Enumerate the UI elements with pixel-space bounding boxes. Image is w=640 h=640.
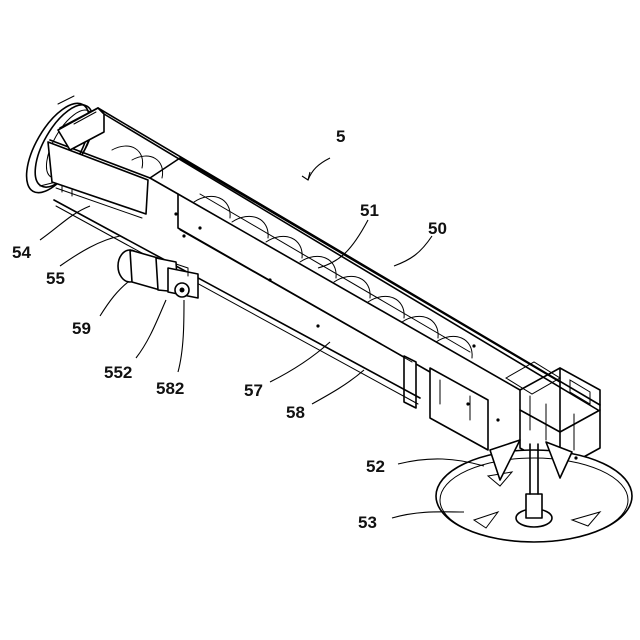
label-55: 55 <box>46 269 65 288</box>
label-52: 52 <box>366 457 385 476</box>
trough-housing <box>48 108 600 470</box>
fasteners <box>174 212 577 459</box>
label-58: 58 <box>286 403 305 422</box>
label-54: 54 <box>12 243 31 262</box>
label-552: 552 <box>104 363 132 382</box>
drive-motor <box>118 250 198 298</box>
label-50: 50 <box>428 219 447 238</box>
label-51: 51 <box>360 201 379 220</box>
label-59: 59 <box>72 319 91 338</box>
leader-lines <box>40 158 484 518</box>
label-5: 5 <box>336 127 345 146</box>
label-57: 57 <box>244 381 263 400</box>
label-582: 582 <box>156 379 184 398</box>
label-53: 53 <box>358 513 377 532</box>
spreader-disc <box>436 440 632 542</box>
